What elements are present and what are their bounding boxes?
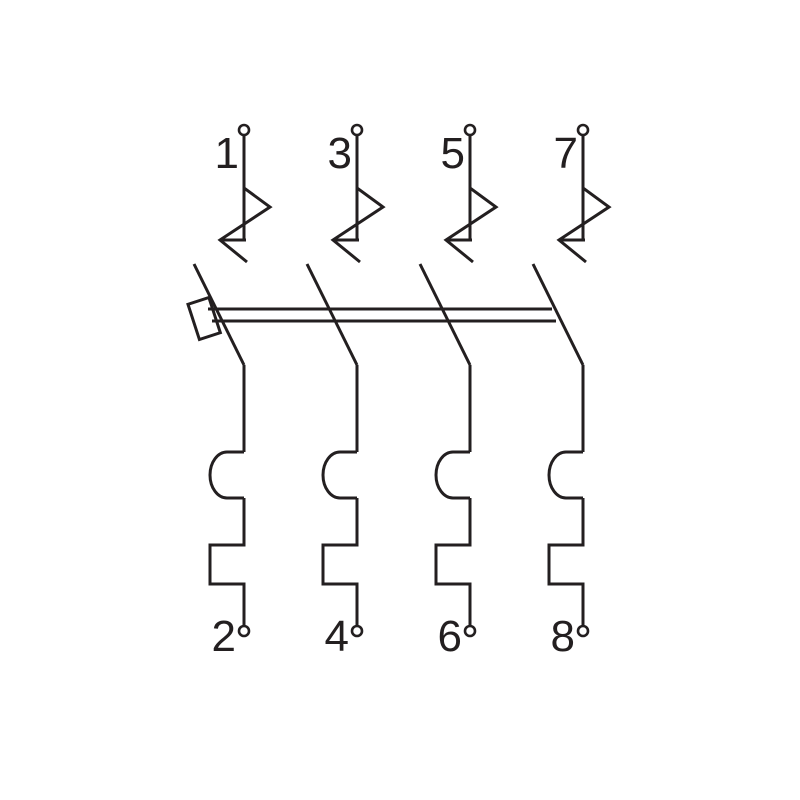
pole-3: 56 [418,123,499,661]
switch-contact [418,263,472,366]
bottom-terminal-label: 2 [212,612,236,661]
top-terminal-circle [350,123,364,137]
bottom-terminal-label: 8 [551,612,575,661]
switch-contact [531,263,585,366]
switch-contact [305,263,359,366]
bottom-terminal-label: 4 [325,612,349,661]
top-terminal-label: 3 [328,129,352,178]
top-terminal-circle [237,123,251,137]
pole-1: 12 [192,123,273,661]
bottom-terminal-circle [237,624,251,638]
switch-contact [192,263,246,366]
magnetic-coil-symbol [434,450,470,500]
outgoing-line [321,498,359,626]
thermal-trip-symbol [443,175,499,264]
magnetic-coil-symbol [321,450,357,500]
magnetic-coil-symbol [208,450,244,500]
thermal-trip-symbol [217,175,273,264]
thermal-trip-symbol [330,175,386,264]
pole-4: 78 [531,123,612,661]
outgoing-line [208,498,246,626]
top-terminal-label: 7 [554,129,578,178]
bottom-terminal-label: 6 [438,612,462,661]
top-terminal-label: 1 [215,129,239,178]
pole-2: 34 [305,123,386,661]
thermal-trip-symbol [556,175,612,264]
top-terminal-circle [576,123,590,137]
mechanical-linkage [186,295,556,342]
outgoing-line [434,498,472,626]
bottom-terminal-circle [350,624,364,638]
outgoing-line [547,498,585,626]
top-terminal-circle [463,123,477,137]
top-terminal-label: 5 [441,129,465,178]
bottom-terminal-circle [463,624,477,638]
bottom-terminal-circle [576,624,590,638]
linkage-handle [186,295,223,342]
magnetic-coil-symbol [547,450,583,500]
